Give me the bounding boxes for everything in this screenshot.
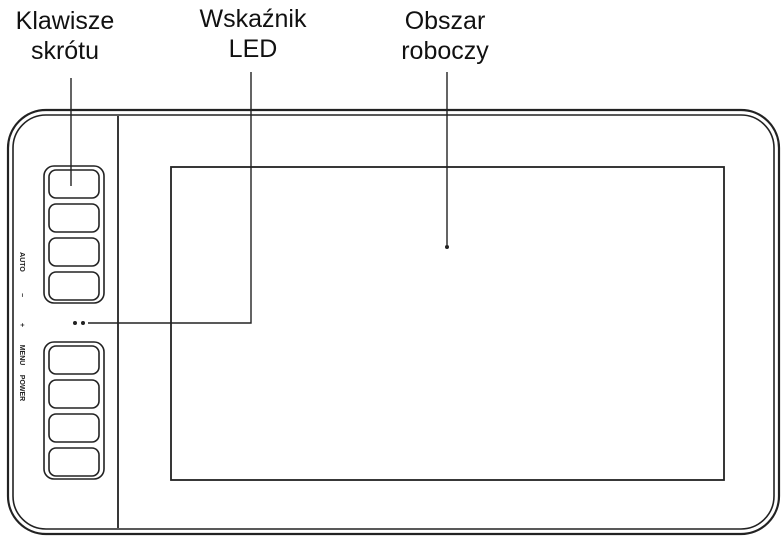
plus-label: +	[18, 323, 25, 327]
led-callout-line1: Wskaźnik	[199, 5, 307, 33]
upper-hotkey-group-outline	[43, 165, 105, 304]
work-area-callout: Obszar roboczy	[385, 6, 505, 66]
auto-label: AUTO	[18, 252, 25, 272]
hotkey-button-4	[48, 271, 100, 301]
lower-hotkey-group	[43, 341, 105, 480]
hotkey-button-3	[48, 237, 100, 267]
tablet-inner-outline	[12, 114, 775, 530]
tablet-outer-outline	[6, 108, 781, 536]
lower-hotkey-group-outline	[43, 341, 105, 480]
minus-label: −	[18, 293, 25, 297]
led-indicator-dot-2	[81, 321, 85, 325]
menu-label: MENU	[18, 345, 25, 366]
work-area-callout-line2: roboczy	[401, 37, 489, 65]
hotkey-button-5	[48, 345, 100, 375]
hotkey-button-6	[48, 379, 100, 409]
upper-hotkey-group	[43, 165, 105, 304]
led-indicator-dot-1	[73, 321, 77, 325]
hotkeys-callout: Klawisze skrótu	[0, 6, 130, 66]
hotkey-button-7	[48, 413, 100, 443]
led-callout-line2: LED	[228, 35, 278, 63]
hotkey-button-1	[48, 169, 100, 199]
power-label: POWER	[18, 375, 25, 401]
hotkeys-callout-line2: skrótu	[30, 37, 100, 65]
hotkey-button-8	[48, 447, 100, 477]
hotkey-button-2	[48, 203, 100, 233]
hotkeys-callout-line1: Klawisze	[15, 7, 115, 35]
work-area-callout-line1: Obszar	[404, 7, 486, 35]
led-leader-line	[88, 72, 252, 324]
work-area-marker-dot	[445, 245, 449, 249]
led-callout: Wskaźnik LED	[178, 4, 328, 64]
